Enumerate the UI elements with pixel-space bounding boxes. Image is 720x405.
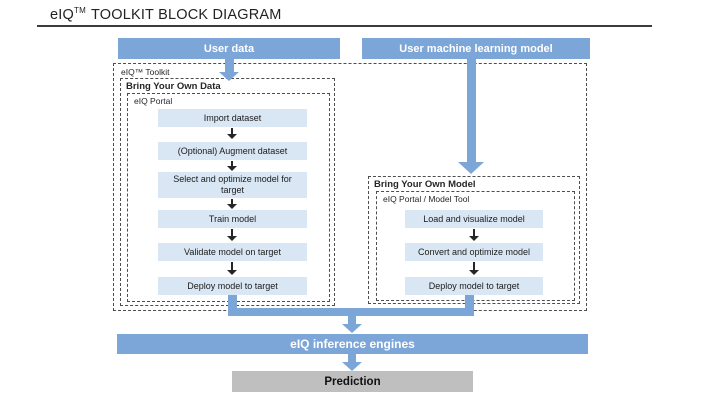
connector-arrowhead-icon: [219, 72, 239, 81]
connector-elbow-bar: [228, 308, 474, 316]
flow-arrow-icon: [227, 128, 237, 139]
toolkit-label: eIQ™ Toolkit: [121, 67, 170, 77]
connector-arrow-engines: [348, 316, 356, 324]
connector-arrowhead-icon: [342, 362, 362, 371]
prediction-box: Prediction: [232, 371, 473, 392]
flow-step: Import dataset: [158, 109, 307, 127]
flow-step: Deploy model to target: [405, 277, 543, 295]
title-rule: [37, 25, 652, 27]
trademark-superscript: TM: [73, 6, 86, 15]
connector-arrowhead-icon: [342, 324, 362, 333]
flow-step: Deploy model to target: [158, 277, 307, 295]
connector-arrow-prediction: [348, 354, 356, 362]
connector-arrow-user-model: [467, 59, 476, 162]
flow-step: Validate model on target: [158, 243, 307, 261]
connector-elbow-right: [465, 295, 474, 316]
flow-arrow-icon: [469, 229, 479, 241]
connector-arrow-user-data: [225, 59, 234, 72]
byom-portal-box: [376, 191, 575, 301]
flow-step: Train model: [158, 210, 307, 228]
byom-box: [368, 176, 580, 304]
flow-step: Load and visualize model: [405, 210, 543, 228]
byod-portal-label: eIQ Portal: [134, 96, 173, 106]
byom-label: Bring Your Own Model: [374, 179, 476, 190]
flow-step: Select and optimize model for target: [158, 172, 307, 198]
header-user-data: User data: [118, 38, 340, 59]
flow-arrow-icon: [227, 229, 237, 241]
flow-step: (Optional) Augment dataset: [158, 142, 307, 160]
header-user-model: User machine learning model: [362, 38, 590, 59]
flow-arrow-icon: [469, 262, 479, 275]
engines-bar: eIQ inference engines: [117, 334, 588, 354]
flow-step: Convert and optimize model: [405, 243, 543, 261]
byod-label: Bring Your Own Data: [126, 81, 221, 92]
page-title: eIQTM TOOLKIT BLOCK DIAGRAM: [50, 6, 282, 23]
connector-elbow-left: [228, 295, 237, 316]
flow-arrow-icon: [227, 262, 237, 275]
flow-arrow-icon: [227, 199, 237, 209]
page-title-prefix: eIQ: [50, 6, 74, 23]
page-title-suffix: TOOLKIT BLOCK DIAGRAM: [90, 6, 282, 23]
byom-portal-label: eIQ Portal / Model Tool: [383, 194, 470, 204]
connector-arrowhead-icon: [458, 162, 484, 174]
flow-arrow-icon: [227, 161, 237, 171]
